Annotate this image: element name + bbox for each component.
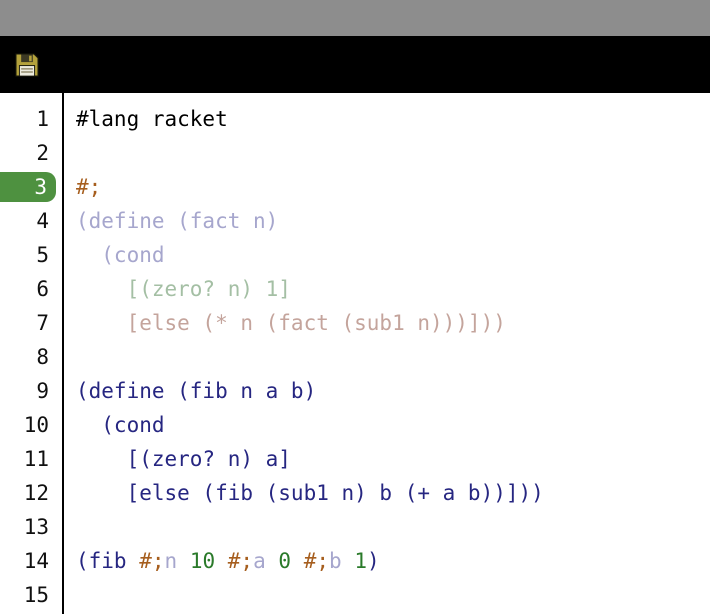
code-token: 0: [278, 549, 292, 573]
code-token: (cond: [76, 413, 165, 437]
editor-row: 6 [(zero? n) 1]: [0, 272, 710, 306]
code-token: [else (* n (fact (sub1 n)))])): [76, 311, 506, 335]
code-token: ): [366, 549, 380, 573]
code-token: #;: [139, 549, 165, 573]
line-number: 5: [0, 240, 62, 270]
editor-row: 7 [else (* n (fact (sub1 n)))])): [0, 306, 710, 340]
code-token: [177, 549, 190, 573]
editor-row: 11 [(zero? n) a]: [0, 442, 710, 476]
code-token: (define (fib n a b): [76, 379, 317, 403]
line-number: 14: [0, 546, 62, 576]
code-token: 1: [354, 549, 367, 573]
line-number-highlighted: 3: [0, 172, 62, 202]
code-token: [291, 549, 304, 573]
code-line[interactable]: [(zero? n) a]: [62, 447, 710, 471]
line-number-label: 4: [36, 209, 49, 233]
code-token: #lang racket: [76, 107, 228, 131]
editor-row: 14(fib #;n 10 #;a 0 #;b 1): [0, 544, 710, 578]
code-line[interactable]: (cond: [62, 243, 710, 267]
line-number-label: 7: [36, 311, 49, 335]
line-number-label: 10: [23, 413, 49, 437]
code-token: a: [253, 549, 266, 573]
code-line[interactable]: (cond: [62, 413, 710, 437]
line-number-label: 11: [23, 447, 49, 471]
code-token: [266, 549, 279, 573]
line-number: 15: [0, 580, 62, 610]
code-line[interactable]: (fib #;n 10 #;a 0 #;b 1): [62, 549, 710, 573]
editor-row: 13: [0, 510, 710, 544]
line-number-label: 13: [23, 515, 49, 539]
line-number: 11: [0, 444, 62, 474]
code-line[interactable]: [else (fib (sub1 n) b (+ a b))])): [62, 481, 710, 505]
editor-row: 10 (cond: [0, 408, 710, 442]
line-number-label: 12: [23, 481, 49, 505]
code-token: n: [164, 549, 178, 573]
line-number: 9: [0, 376, 62, 406]
line-number-label: 15: [23, 583, 49, 607]
line-number-label: 14: [23, 549, 49, 573]
code-line[interactable]: (define (fib n a b): [62, 379, 710, 403]
save-button[interactable]: [9, 47, 45, 83]
line-number-label: 8: [36, 345, 49, 369]
code-line[interactable]: (define (fact n): [62, 209, 710, 233]
line-number-label: 6: [36, 277, 49, 301]
line-number-label: 9: [36, 379, 49, 403]
line-number: 1: [0, 104, 62, 134]
code-line[interactable]: #;: [62, 175, 710, 199]
code-editor[interactable]: 1 #lang racket 2 3 #; 4 (define (fact n) 5 (con…: [0, 93, 710, 614]
code-token: #;: [303, 549, 329, 573]
line-number: 10: [0, 410, 62, 440]
editor-row: 15: [0, 578, 710, 612]
editor-row: 5 (cond: [0, 238, 710, 272]
code-line[interactable]: #lang racket: [62, 107, 710, 131]
code-token: [215, 549, 228, 573]
code-token: #;: [76, 175, 102, 199]
editor-rows: 1 #lang racket 2 3 #; 4 (define (fact n) 5 (con…: [0, 102, 710, 612]
editor-row: 4 (define (fact n): [0, 204, 710, 238]
code-token: [else (fib (sub1 n) b (+ a b))])): [76, 481, 544, 505]
editor-row: 9 (define (fib n a b): [0, 374, 710, 408]
code-token: (fib: [76, 549, 140, 573]
line-number: 13: [0, 512, 62, 542]
code-token: (cond: [76, 243, 165, 267]
line-number: 12: [0, 478, 62, 508]
editor-row: 2: [0, 136, 710, 170]
line-number-label: 5: [36, 243, 49, 267]
line-number: 6: [0, 274, 62, 304]
line-number-label: 1: [36, 107, 49, 131]
code-token: [(zero? n) 1]: [76, 277, 291, 301]
code-token: [342, 549, 355, 573]
line-number: 2: [0, 138, 62, 168]
editor-row: 3 #;: [0, 170, 710, 204]
code-token: (define (fact n): [76, 209, 279, 233]
toolbar: [0, 36, 710, 93]
window-titlebar: [0, 0, 710, 36]
code-token: 10: [189, 549, 216, 573]
code-line[interactable]: [else (* n (fact (sub1 n)))])): [62, 311, 710, 335]
code-token: #;: [227, 549, 254, 573]
code-line[interactable]: [(zero? n) 1]: [62, 277, 710, 301]
editor-row: 1 #lang racket: [0, 102, 710, 136]
floppy-disk-save-icon: [15, 52, 39, 77]
line-number: 7: [0, 308, 62, 338]
line-number-label: 3: [0, 172, 56, 202]
editor-row: 8: [0, 340, 710, 374]
editor-row: 12 [else (fib (sub1 n) b (+ a b))])): [0, 476, 710, 510]
code-token: b: [329, 549, 342, 573]
line-number: 8: [0, 342, 62, 372]
code-token: [(zero? n) a]: [76, 447, 291, 471]
line-number: 4: [0, 206, 62, 236]
line-number-label: 2: [36, 141, 49, 165]
